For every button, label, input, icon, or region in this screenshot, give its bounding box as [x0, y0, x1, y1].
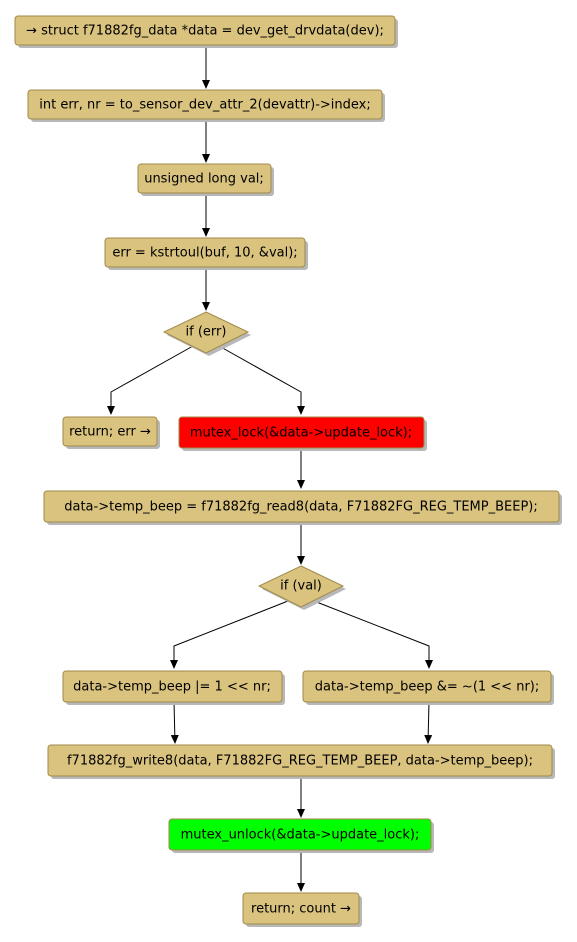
- node-read-beep-label: data->temp_beep = f71882fg_read8(data, F…: [64, 500, 538, 515]
- node-if-err: if (err): [162, 311, 251, 356]
- edge-set-bit-to-write-beep: [170, 701, 179, 744]
- node-write-beep: f71882fg_write8(data, F71882FG_REG_TEMP_…: [47, 744, 555, 779]
- node-start: → struct f71882fg_data *data = dev_get_d…: [14, 15, 398, 48]
- edge-clear-bit-to-write-beep: [424, 701, 433, 744]
- node-set-bit: data->temp_beep |= 1 << nr;: [62, 670, 285, 705]
- node-clear-bit-label: data->temp_beep &= ~(1 << nr);: [315, 680, 540, 695]
- node-return-count-label: return; count →: [251, 902, 351, 917]
- node-mutex-lock: mutex_lock(&data->update_lock);: [178, 416, 427, 451]
- node-kstrtoul-label: err = kstrtoul(buf, 10, &val);: [112, 246, 297, 261]
- edge-if-err-to-mutex-lock: [218, 345, 305, 415]
- node-return-count: return; count →: [242, 892, 362, 927]
- node-set-bit-label: data->temp_beep |= 1 << nr;: [73, 680, 271, 695]
- node-write-beep-label: f71882fg_write8(data, F71882FG_REG_TEMP_…: [67, 754, 533, 769]
- node-return-err-label: return; err →: [69, 425, 151, 440]
- node-decl-err-label: int err, nr = to_sensor_dev_attr_2(devat…: [39, 98, 371, 113]
- node-mutex-lock-label: mutex_lock(&data->update_lock);: [190, 426, 412, 441]
- node-decl-val-label: unsigned long val;: [144, 172, 264, 187]
- node-start-label: → struct f71882fg_data *data = dev_get_d…: [26, 24, 384, 39]
- node-if-val: if (val): [257, 565, 346, 610]
- node-read-beep: data->temp_beep = f71882fg_read8(data, F…: [43, 490, 562, 525]
- node-decl-err: int err, nr = to_sensor_dev_attr_2(devat…: [27, 89, 385, 122]
- node-return-err: return; err →: [62, 416, 160, 449]
- node-clear-bit: data->temp_beep &= ~(1 << nr);: [302, 670, 554, 705]
- node-mutex-unlock-label: mutex_unlock(&data->update_lock);: [181, 828, 420, 843]
- node-mutex-unlock: mutex_unlock(&data->update_lock);: [168, 818, 434, 853]
- edge-if-val-to-clear-bit: [313, 600, 433, 669]
- edge-if-err-to-return-err: [107, 345, 194, 415]
- node-decl-val: unsigned long val;: [137, 163, 274, 196]
- node-if-err-label: if (err): [186, 325, 227, 340]
- node-kstrtoul: err = kstrtoul(buf, 10, &val);: [104, 237, 308, 270]
- node-if-val-label: if (val): [280, 579, 322, 594]
- edge-if-val-to-set-bit: [170, 600, 289, 669]
- edges: [107, 45, 433, 892]
